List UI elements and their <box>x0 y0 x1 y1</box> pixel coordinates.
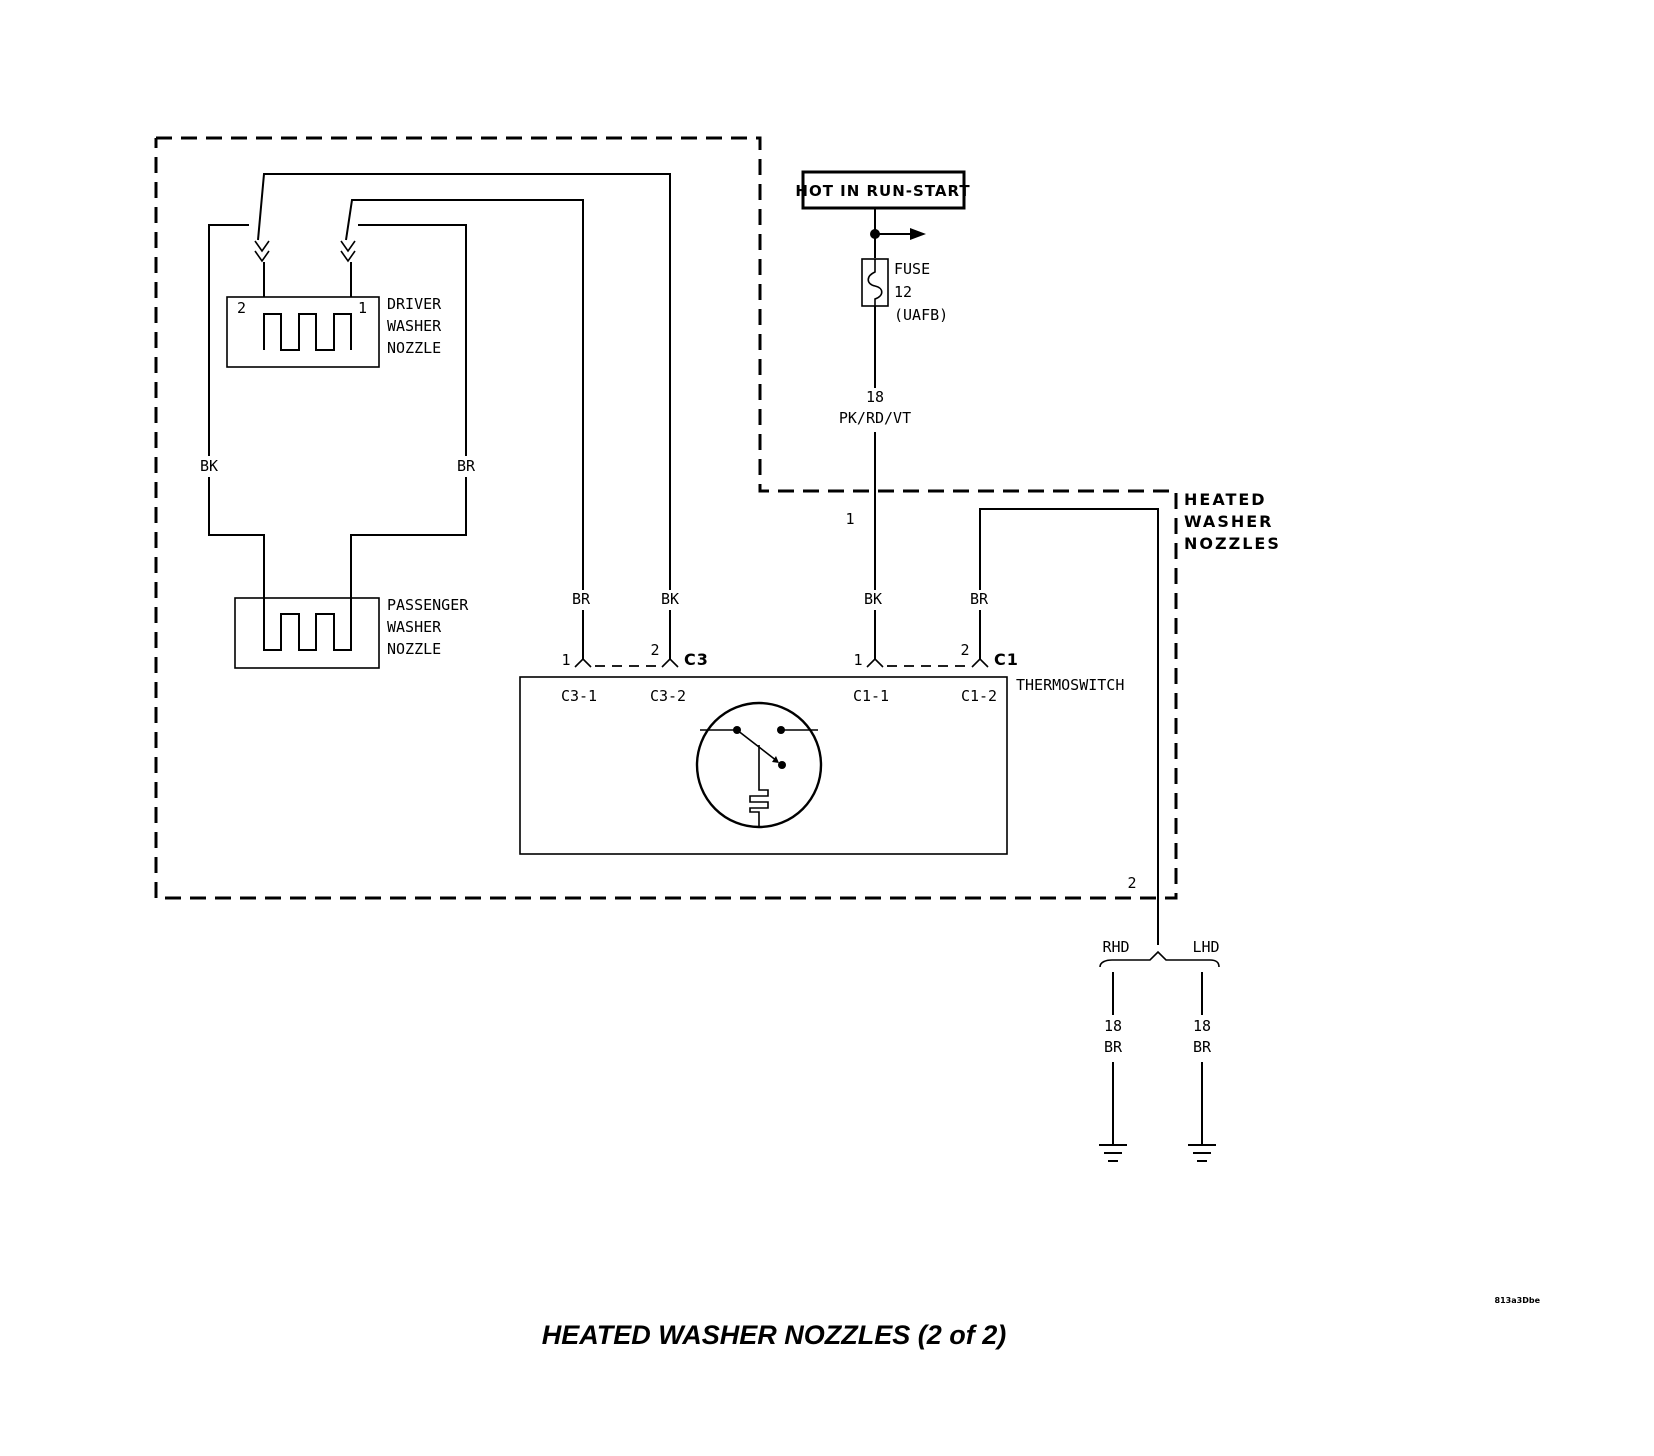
driver-pin-2: 2 <box>237 299 246 317</box>
c3-pin-1: 1 <box>561 651 570 669</box>
feed-wire-gauge: 18 <box>866 388 884 406</box>
page-title: HEATED WASHER NOZZLES (2 of 2) <box>542 1320 1007 1350</box>
module-pin-1: 1 <box>845 510 854 528</box>
wire-driver-pin1-to-c3-1 <box>345 199 584 590</box>
power-label: HOT IN RUN-START <box>795 182 970 200</box>
ground-lhd-gauge: 18 <box>1193 1017 1211 1035</box>
connector-c1-icon <box>866 657 989 668</box>
connector-c3-label: C3 <box>684 650 709 669</box>
connector-c1-label: C1 <box>994 650 1019 669</box>
driver-connector-chevron-icon <box>254 240 356 263</box>
thermoswitch-label: THERMOSWITCH <box>1016 676 1124 694</box>
wire-label-br-c3: BR <box>572 590 591 608</box>
connector-c3-icon <box>574 657 679 668</box>
wire-driver-pin2-to-c3-2 <box>257 173 671 590</box>
passenger-washer-nozzle <box>234 597 380 669</box>
figure-id: 813a3Dbe <box>1495 1296 1541 1305</box>
wire-label-bk-c1: BK <box>864 590 882 608</box>
c1-pin-2: 2 <box>960 641 969 659</box>
driver-nozzle-label: DRIVER <box>387 295 442 313</box>
module-label-line3: NOZZLES <box>1184 534 1281 553</box>
module-boundary <box>154 136 1178 900</box>
ground-rhd-icon <box>1099 1144 1127 1162</box>
thermoswitch-pin-c3-1: C3-1 <box>561 687 597 705</box>
c1-pin-1: 1 <box>853 651 862 669</box>
wire-br-right-top <box>358 224 467 456</box>
module-label-line2: WASHER <box>1184 512 1273 531</box>
fuse-number: 12 <box>894 283 912 301</box>
wire-bk-left-top <box>208 224 249 456</box>
wire-bk-left-bottom <box>208 477 265 598</box>
wire-c1-2-to-ground <box>979 508 1159 945</box>
fuse-12 <box>861 258 889 307</box>
wire-label-br-right: BR <box>457 457 476 475</box>
ground-lhd-color: BR <box>1193 1038 1212 1056</box>
thermoswitch-pin-c1-1: C1-1 <box>853 687 889 705</box>
feed-wire-color: PK/RD/VT <box>839 409 911 427</box>
ground-rhd-label: RHD <box>1102 938 1129 956</box>
driver-pin-1: 1 <box>358 299 367 317</box>
module-pin-2: 2 <box>1127 874 1136 892</box>
fuse-location: (UAFB) <box>894 306 948 324</box>
thermostatic-switch-icon <box>695 701 823 829</box>
c3-pin-2: 2 <box>650 641 659 659</box>
power-source: HOT IN RUN-START <box>795 170 970 210</box>
thermoswitch-pin-c1-2: C1-2 <box>961 687 997 705</box>
wire-label-br-c1: BR <box>970 590 989 608</box>
ground-lhd-icon <box>1188 1144 1216 1162</box>
ground-rhd-color: BR <box>1104 1038 1123 1056</box>
ground-rhd-gauge: 18 <box>1104 1017 1122 1035</box>
ground-lhd-label: LHD <box>1192 938 1219 956</box>
driver-nozzle-label-2: WASHER <box>387 317 442 335</box>
thermoswitch-pin-c3-2: C3-2 <box>650 687 686 705</box>
passenger-nozzle-label: PASSENGER <box>387 596 469 614</box>
driver-nozzle-label-3: NOZZLE <box>387 339 441 357</box>
passenger-nozzle-label-2: WASHER <box>387 618 442 636</box>
module-label-line1: HEATED <box>1184 490 1267 509</box>
passenger-nozzle-label-3: NOZZLE <box>387 640 441 658</box>
wire-label-bk-left: BK <box>200 457 218 475</box>
wire-br-right-bottom <box>350 477 467 598</box>
driver-washer-nozzle <box>226 296 380 368</box>
fuse-label: FUSE <box>894 260 930 278</box>
rhd-lhd-split <box>1099 950 1220 968</box>
wire-label-bk-c3: BK <box>661 590 679 608</box>
branch-arrow-icon <box>910 228 926 240</box>
